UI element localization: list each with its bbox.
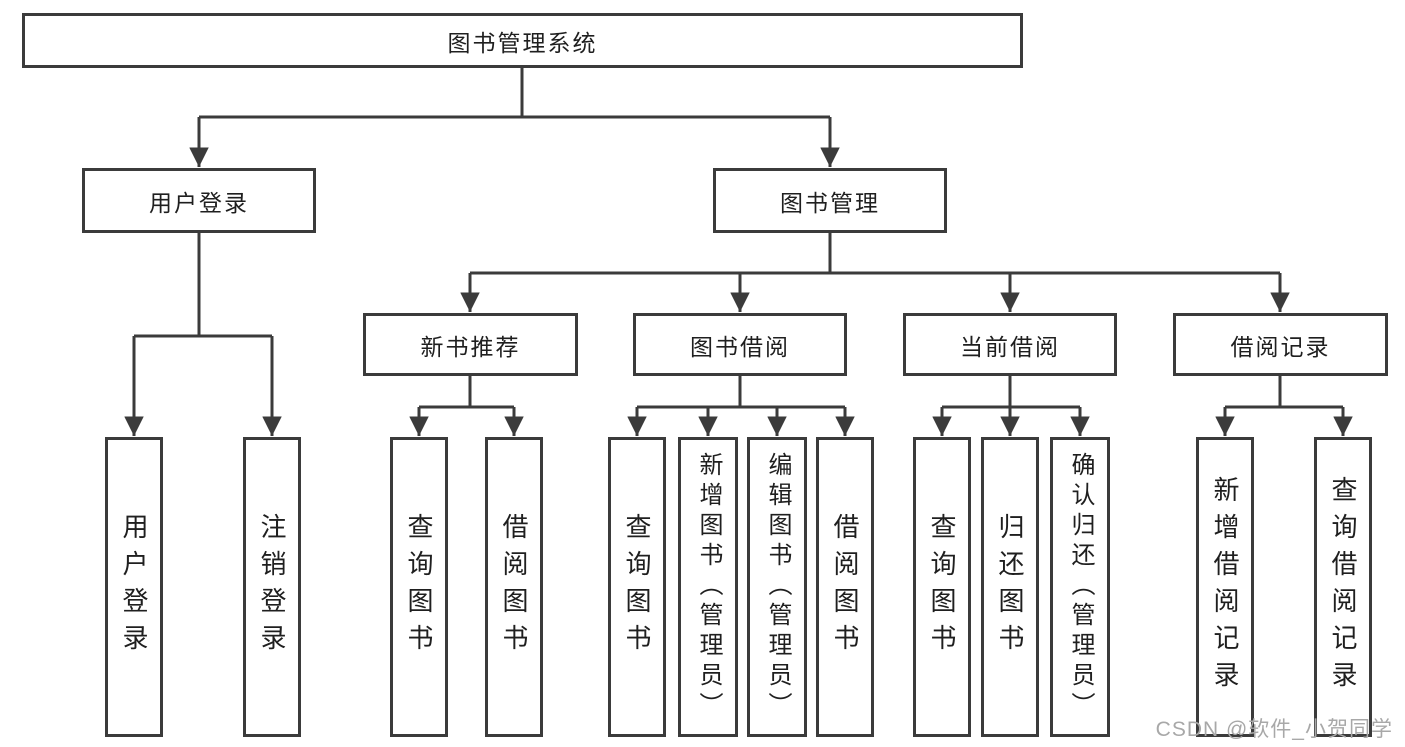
leaf-label: 确认归还（管理员） — [1067, 452, 1094, 722]
node-user-login: 用户登录 — [82, 168, 316, 233]
node-library-management-system: 图书管理系统 — [22, 13, 1023, 68]
node-label: 图书管理系统 — [447, 29, 598, 56]
node-new-book-recommendation: 新书推荐 — [363, 313, 578, 376]
leaf-label: 编辑图书（管理员） — [764, 452, 791, 722]
leaf-return-books: 归还图书 — [981, 437, 1039, 737]
leaf-label: 查询图书 — [404, 513, 434, 661]
leaf-label: 用户登录 — [119, 513, 149, 661]
node-book-management: 图书管理 — [713, 168, 947, 233]
leaf-query-books-borrow: 查询图书 — [608, 437, 666, 737]
edge-root-trunk — [199, 68, 830, 119]
leaf-label: 借阅图书 — [499, 513, 529, 661]
watermark: CSDN @软件_小贺同学 — [1155, 718, 1393, 741]
node-label: 借阅记录 — [1230, 333, 1331, 360]
leaf-borrow-books: 借阅图书 — [816, 437, 874, 737]
leaf-label: 查询图书 — [622, 513, 652, 661]
leaf-label: 借阅图书 — [830, 513, 860, 661]
leaf-query-books-recommend: 查询图书 — [390, 437, 448, 737]
edge-book-mgmt-rail — [470, 233, 1280, 275]
leaf-edit-books-admin: 编辑图书（管理员） — [747, 437, 807, 737]
edge-borrow-records-rail — [1225, 376, 1343, 409]
node-borrowing-records: 借阅记录 — [1173, 313, 1388, 376]
node-label: 用户登录 — [149, 189, 249, 216]
leaf-query-borrow-record: 查询借阅记录 — [1314, 437, 1372, 737]
leaf-label: 查询图书 — [927, 513, 957, 661]
node-label: 新书推荐 — [420, 333, 521, 360]
node-label: 图书管理 — [780, 189, 880, 216]
edge-current-borrow-rail — [942, 376, 1080, 409]
leaf-label: 新增借阅记录 — [1210, 476, 1240, 698]
leaf-query-books-current: 查询图书 — [913, 437, 971, 737]
node-label: 图书借阅 — [690, 333, 790, 360]
leaf-confirm-return-admin: 确认归还（管理员） — [1050, 437, 1110, 737]
leaf-borrow-books-recommend: 借阅图书 — [485, 437, 543, 737]
leaf-label: 新增图书（管理员） — [695, 452, 722, 722]
leaf-user-login: 用户登录 — [105, 437, 163, 737]
node-book-borrowing: 图书借阅 — [633, 313, 847, 376]
edge-user-login-rail — [134, 233, 272, 338]
leaf-label: 归还图书 — [995, 513, 1025, 661]
leaf-add-books-admin: 新增图书（管理员） — [678, 437, 738, 737]
edge-new-book-rail — [419, 376, 514, 409]
edge-book-borrow-rail — [637, 376, 845, 409]
leaf-label: 注销登录 — [257, 513, 287, 661]
leaf-add-borrow-record: 新增借阅记录 — [1196, 437, 1254, 737]
leaf-label: 查询借阅记录 — [1328, 476, 1358, 698]
node-current-borrowing: 当前借阅 — [903, 313, 1117, 376]
leaf-logout: 注销登录 — [243, 437, 301, 737]
node-label: 当前借阅 — [960, 333, 1060, 360]
